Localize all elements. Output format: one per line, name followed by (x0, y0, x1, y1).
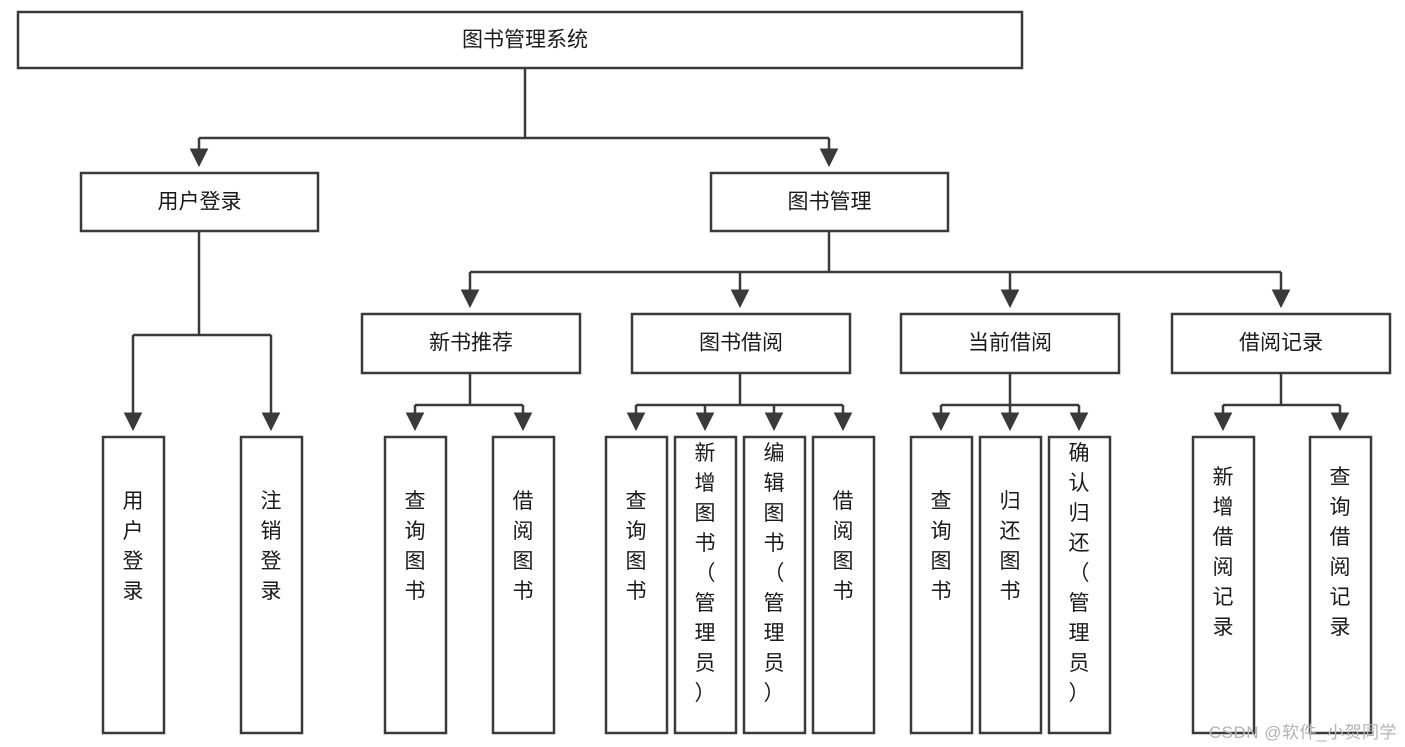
node-leaf-add-book[interactable]: 新增图书（管理员） (673, 435, 738, 735)
node-leaf-borrow-book-2-label: 借阅图书 (833, 490, 854, 603)
node-leaf-query-record-label: 查询借阅记录 (1330, 466, 1351, 639)
node-leaf-edit-book-label: 编辑图书（管理员） (764, 442, 785, 705)
node-leaf-query-book-3[interactable]: 查询图书 (909, 435, 974, 735)
connector-current-borrow-to-leaves (931, 373, 1089, 432)
node-leaf-return-book-label: 归还图书 (1000, 490, 1021, 603)
node-leaf-edit-book[interactable]: 编辑图书（管理员） (742, 435, 807, 735)
node-leaf-borrow-book-1[interactable]: 借阅图书 (491, 435, 556, 735)
node-leaf-query-book-3-label: 查询图书 (931, 490, 952, 603)
node-leaf-query-book-1-label: 查询图书 (405, 490, 426, 603)
node-leaf-logout-label: 注销登录 (261, 490, 282, 603)
node-book-borrow[interactable]: 图书借阅 (630, 312, 852, 375)
node-leaf-query-record[interactable]: 查询借阅记录 (1308, 435, 1373, 735)
connector-book-borrow-to-leaves (626, 373, 853, 432)
node-borrow-record[interactable]: 借阅记录 (1170, 312, 1392, 375)
node-book-borrow-label: 图书借阅 (699, 332, 783, 355)
node-leaf-borrow-book-1-label: 借阅图书 (513, 490, 534, 603)
node-leaf-query-book-2-label: 查询图书 (626, 490, 647, 603)
node-root-label: 图书管理系统 (462, 29, 588, 52)
connector-book-manage-to-level3 (460, 231, 1291, 309)
node-leaf-logout[interactable]: 注销登录 (239, 435, 304, 735)
connector-borrow-record-to-leaves (1213, 373, 1350, 432)
node-new-book-recommend-label: 新书推荐 (429, 332, 513, 355)
node-current-borrow[interactable]: 当前借阅 (899, 312, 1121, 375)
node-new-book-recommend[interactable]: 新书推荐 (360, 312, 582, 375)
node-root-system[interactable]: 图书管理系统 (16, 10, 1024, 70)
node-leaf-borrow-book-2[interactable]: 借阅图书 (811, 435, 876, 735)
connector-root-to-level2 (189, 68, 839, 168)
connector-user-login-to-leaves (123, 231, 281, 432)
node-current-borrow-label: 当前借阅 (968, 332, 1052, 355)
node-leaf-user-login[interactable]: 用户登录 (101, 435, 166, 735)
node-book-manage[interactable]: 图书管理 (709, 171, 950, 233)
node-book-manage-label: 图书管理 (788, 191, 872, 214)
node-borrow-record-label: 借阅记录 (1239, 332, 1323, 355)
node-leaf-confirm-return[interactable]: 确认归还（管理员） (1047, 435, 1112, 735)
node-leaf-add-record-label: 新增借阅记录 (1213, 466, 1234, 639)
node-leaf-user-login-label: 用户登录 (123, 490, 144, 603)
node-leaf-confirm-return-label: 确认归还（管理员） (1069, 442, 1090, 705)
connector-new-book-recommend-to-leaves (405, 373, 533, 432)
node-leaf-add-record[interactable]: 新增借阅记录 (1191, 435, 1256, 735)
node-leaf-query-book-2[interactable]: 查询图书 (604, 435, 669, 735)
node-leaf-query-book-1[interactable]: 查询图书 (383, 435, 448, 735)
node-user-login-label: 用户登录 (158, 191, 242, 214)
node-user-login[interactable]: 用户登录 (79, 171, 320, 233)
node-leaf-return-book[interactable]: 归还图书 (978, 435, 1043, 735)
node-leaf-add-book-label: 新增图书（管理员） (695, 442, 716, 705)
